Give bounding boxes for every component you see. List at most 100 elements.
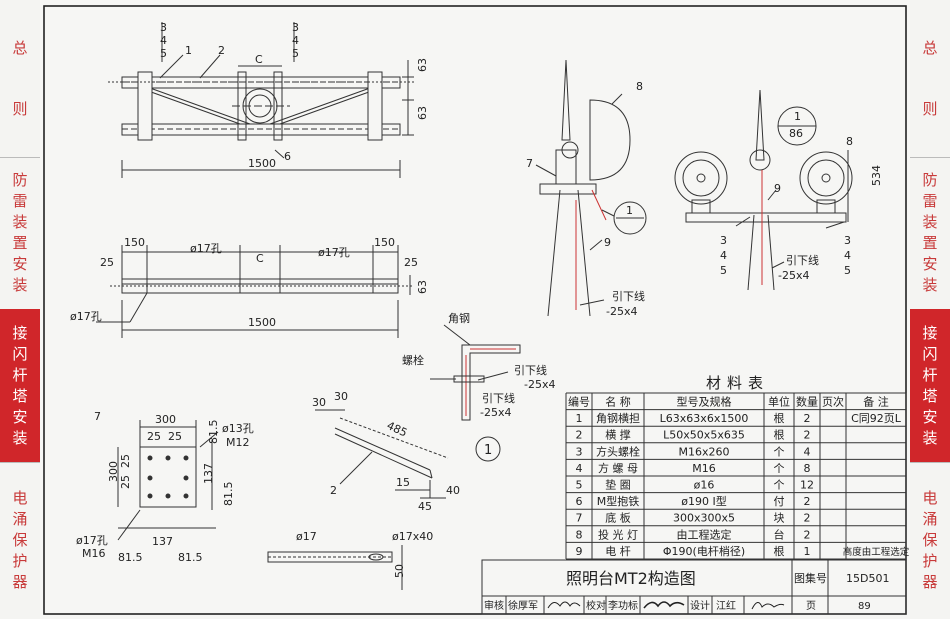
- d1-num: 1: [484, 443, 492, 458]
- bp-dim-137: 137: [202, 463, 215, 484]
- bp-dim-815b: 81.5: [222, 482, 235, 507]
- sv-dim-150a: 150: [124, 236, 145, 249]
- left-chapter-tabs: 总 则 防雷装置安装 接闪杆塔安装 电涌保护器: [0, 0, 40, 619]
- pr-callout-9: 9: [774, 182, 781, 195]
- d1-angle: 角钢: [448, 312, 470, 325]
- table-cell: 2: [804, 412, 811, 425]
- table-cell: 横 撑: [605, 428, 631, 442]
- table-cell: M16x260: [679, 445, 730, 458]
- bp-dim-300v: 300: [107, 461, 120, 482]
- table-cell: 底 板: [605, 511, 631, 525]
- bp-dim-300: 300: [155, 413, 176, 426]
- detail-1-labels: 角钢 螺栓 引下线 -25x4 引下线 -25x4 1: [402, 312, 555, 458]
- tab-general[interactable]: 总 则: [0, 0, 40, 158]
- table-cell: 9: [576, 545, 583, 558]
- tab-air-terminal-tower-right-label: 接闪杆塔安装: [922, 323, 938, 447]
- table-cell: 2: [804, 495, 811, 508]
- pr-dim-534: 534: [870, 165, 883, 186]
- tab-surge-protector-label: 电涌保护器: [12, 489, 28, 591]
- table-cell: 1: [804, 545, 811, 558]
- table-cell: M型抱铁: [597, 494, 640, 508]
- tv-label-3b: 3: [292, 21, 299, 34]
- table-cell: 电 杆: [605, 544, 631, 558]
- table-cell: 台: [774, 527, 785, 541]
- table-header-cell: 单位: [768, 395, 790, 409]
- atlas-label: 图集号: [794, 571, 827, 585]
- pr-right-5: 5: [844, 264, 851, 277]
- brace-part: [315, 409, 449, 499]
- pr-right-4: 4: [844, 249, 851, 262]
- tab-surge-protector[interactable]: 电涌保护器: [0, 462, 40, 619]
- top-view-labels: 3 4 5 1 2 C 3 4 5 63 63 1500 6: [160, 21, 429, 170]
- detail-1: [430, 324, 521, 462]
- pr-right-3: 3: [844, 234, 851, 247]
- br-dim-30a: 30: [312, 396, 326, 409]
- table-header-cell: 型号及规格: [677, 395, 732, 409]
- table-cell: 投 光 灯: [598, 527, 638, 541]
- table-cell: 300x300x5: [673, 512, 735, 525]
- design-label: 设计: [690, 599, 710, 612]
- table-cell: 2: [804, 528, 811, 541]
- table-cell: M16: [692, 462, 716, 475]
- table-header-cell: 数量: [796, 396, 818, 409]
- d1-down-a2: -25x4: [524, 378, 555, 391]
- designer-name: 江红: [716, 599, 736, 612]
- title-block-text: 照明台MT2构造图 图集号 15D501 审核 徐厚军 校对 李功标 设计 江红…: [484, 569, 889, 612]
- bp-hole-bl: ø17孔: [76, 534, 108, 547]
- table-cell: 高度由工程选定: [843, 546, 910, 558]
- bp-dim-137h: 137: [152, 535, 173, 548]
- table-cell: 个: [774, 479, 785, 492]
- tv-dim-1500: 1500: [248, 157, 276, 170]
- bp-hole-bl-m: M16: [82, 547, 106, 560]
- table-cell: 角钢横担: [596, 411, 640, 425]
- tv-label-4b: 4: [292, 34, 299, 47]
- table-cell: 垫 圈: [605, 478, 631, 492]
- d1-down-b2: -25x4: [480, 406, 511, 419]
- table-cell: 8: [576, 528, 583, 541]
- table-cell: 个: [774, 462, 785, 475]
- d1-down-a: 引下线: [514, 363, 547, 377]
- table-cell: 5: [576, 479, 583, 492]
- tab-surge-protector-right[interactable]: 电涌保护器: [910, 462, 950, 619]
- pole-front-labels: 1 86 8 9 534 3 4 5 3 4 5 引下线 -25x4: [720, 110, 883, 282]
- reviewer-name: 徐厚军: [508, 599, 538, 612]
- bp-dim-815d: 81.5: [178, 551, 203, 564]
- tv-dim-63a: 63: [416, 58, 429, 72]
- d1-bolt: 螺栓: [402, 353, 424, 367]
- pr-down: 引下线: [786, 253, 819, 267]
- tab-general-right[interactable]: 总 则: [910, 0, 950, 158]
- table-cell: 2: [804, 512, 811, 525]
- drawing-sheet: 3 4 5 1 2 C 3 4 5 63 63 1500 6 150 150 ø…: [40, 0, 910, 619]
- table-cell: 4: [576, 462, 583, 475]
- sheet-border: [43, 5, 907, 615]
- tab-air-terminal-tower-label: 接闪杆塔安装: [12, 323, 28, 447]
- pr-left-4: 4: [720, 249, 727, 262]
- drawing-title: 照明台MT2构造图: [566, 569, 696, 588]
- tab-air-terminal-tower[interactable]: 接闪杆塔安装: [0, 309, 40, 463]
- table-header-cell: 编号: [568, 395, 590, 409]
- slot-bar-labels: ø17 ø17x40 50: [296, 530, 433, 578]
- table-cell: 个: [774, 445, 785, 458]
- tab-lightning-device[interactable]: 防雷装置安装: [0, 157, 40, 310]
- table-cell: Φ190(电杆梢径): [663, 544, 745, 558]
- br-callout-2: 2: [330, 484, 337, 497]
- top-view: [108, 22, 416, 178]
- tab-air-terminal-tower-right[interactable]: 接闪杆塔安装: [910, 309, 950, 463]
- pole-side-labels: 8 7 9 1 引下线 -25x4: [526, 80, 645, 318]
- bp-callout-7: 7: [94, 410, 101, 423]
- pl-down2: -25x4: [606, 305, 637, 318]
- table-cell: L63x63x6x1500: [660, 412, 749, 425]
- materials-title: 材料表: [706, 374, 769, 392]
- tab-lightning-device-right-label: 防雷装置安装: [922, 171, 938, 294]
- tv-label-3a: 3: [160, 21, 167, 34]
- review-label: 审核: [484, 599, 504, 612]
- title-block: [481, 559, 907, 615]
- br-dim-30b: 30: [334, 390, 348, 403]
- tab-general-right-label-2: 则: [922, 99, 938, 118]
- tv-label-5a: 5: [160, 47, 167, 60]
- tv-label-c: C: [255, 53, 263, 66]
- br-dim-45: 45: [418, 500, 432, 513]
- tab-lightning-device-right[interactable]: 防雷装置安装: [910, 157, 950, 310]
- sv-dim-25b: 25: [404, 256, 418, 269]
- pr-left-3: 3: [720, 234, 727, 247]
